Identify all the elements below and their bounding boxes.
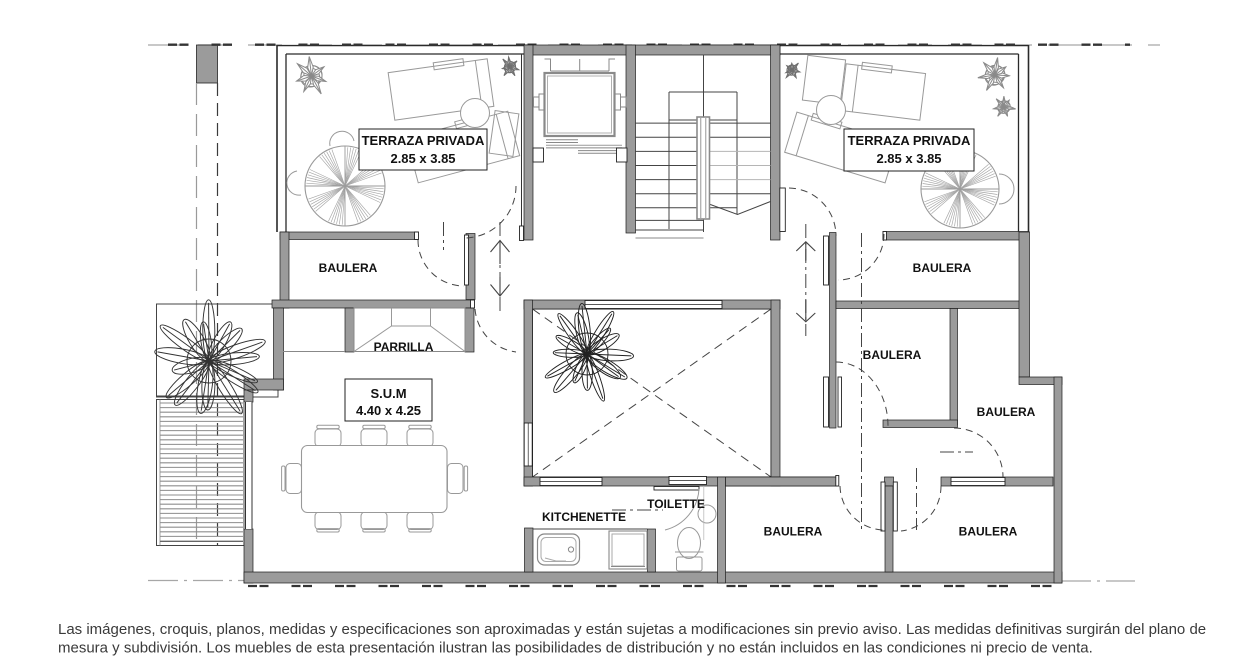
svg-text:BAULERA: BAULERA: [913, 261, 972, 275]
svg-text:BAULERA: BAULERA: [959, 525, 1018, 539]
svg-text:BAULERA: BAULERA: [764, 525, 823, 539]
svg-text:2.85 x 3.85: 2.85 x 3.85: [876, 151, 941, 166]
svg-text:Las imágenes, croquis, planos,: Las imágenes, croquis, planos, medidas y…: [58, 621, 1206, 638]
svg-text:PARRILLA: PARRILLA: [374, 340, 434, 354]
svg-text:TERRAZA PRIVADA: TERRAZA PRIVADA: [848, 133, 971, 148]
svg-text:TERRAZA PRIVADA: TERRAZA PRIVADA: [362, 133, 485, 148]
svg-text:KITCHENETTE: KITCHENETTE: [542, 510, 626, 524]
svg-text:4.40 x 4.25: 4.40 x 4.25: [356, 403, 421, 418]
svg-text:S.U.M: S.U.M: [370, 386, 406, 401]
svg-text:TOILETTE: TOILETTE: [647, 497, 705, 511]
svg-text:2.85 x 3.85: 2.85 x 3.85: [390, 151, 455, 166]
svg-text:BAULERA: BAULERA: [863, 348, 922, 362]
svg-text:BAULERA: BAULERA: [319, 261, 378, 275]
svg-text:mesura y subdivisión. Los mueb: mesura y subdivisión. Los muebles de est…: [58, 640, 1093, 657]
svg-text:BAULERA: BAULERA: [977, 405, 1036, 419]
